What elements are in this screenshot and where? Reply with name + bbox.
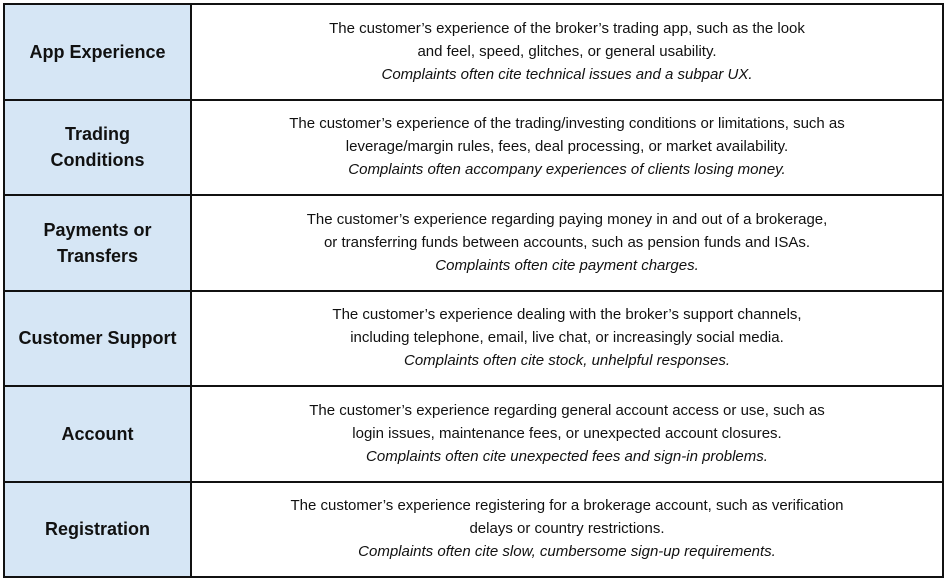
description-cell: The customer’s experience regarding payi… [192, 196, 942, 290]
category-label-line: Conditions [50, 150, 145, 171]
table-row-payments-transfers: Payments or Transfers The customer’s exp… [5, 196, 942, 292]
table-row-app-experience: App Experience The customer’s experience… [5, 5, 942, 101]
description-line: delays or country restrictions. [469, 520, 665, 538]
complaint-note: Complaints often cite technical issues a… [381, 65, 753, 83]
complaint-note: Complaints often cite stock, unhelpful r… [403, 352, 730, 370]
description-line: including telephone, email, live chat, o… [350, 329, 784, 347]
category-label: Registration [44, 519, 150, 540]
table-row-account: Account The customer’s experience regard… [5, 387, 942, 483]
complaint-note: Complaints often accompany experiences o… [348, 161, 786, 179]
category-cell: Account [5, 387, 192, 481]
description-line: or transferring funds between accounts, … [323, 233, 811, 251]
description-line: The customer’s experience dealing with t… [332, 306, 802, 324]
description-cell: The customer’s experience dealing with t… [192, 292, 942, 386]
table-row-trading-conditions: Trading Conditions The customer’s experi… [5, 100, 942, 196]
complaint-note: Complaints often cite slow, cumbersome s… [358, 543, 776, 561]
description-line: The customer’s experience of the broker’… [329, 19, 805, 37]
table-row-registration: Registration The customer’s experience r… [5, 482, 942, 577]
category-label: Account [61, 423, 134, 444]
complaint-categories-table: App Experience The customer’s experience… [3, 3, 944, 578]
category-label: Customer Support [18, 328, 177, 349]
description-line: The customer’s experience regarding payi… [306, 210, 828, 228]
category-cell: Trading Conditions [5, 100, 192, 194]
description-line: The customer’s experience regarding gene… [309, 401, 825, 419]
description-cell: The customer’s experience of the broker’… [192, 5, 942, 99]
description-line: The customer’s experience of the trading… [289, 115, 845, 133]
category-cell: Customer Support [5, 291, 192, 385]
category-label: Payments or Transfers [43, 217, 151, 269]
description-cell: The customer’s experience of the trading… [192, 101, 942, 195]
table-row-customer-support: Customer Support The customer’s experien… [5, 291, 942, 387]
description-line: The customer’s experience registering fo… [290, 497, 844, 515]
description-line: login issues, maintenance fees, or unexp… [352, 424, 782, 442]
description-line: leverage/margin rules, fees, deal proces… [345, 138, 789, 156]
category-label-line: Payments or [43, 219, 152, 240]
complaint-note: Complaints often cite payment charges. [435, 256, 699, 274]
complaint-note: Complaints often cite unexpected fees an… [366, 447, 768, 465]
category-label-line: Trading [64, 124, 130, 145]
category-cell: Payments or Transfers [5, 196, 192, 290]
description-cell: The customer’s experience regarding gene… [192, 387, 942, 481]
description-line: and feel, speed, glitches, or general us… [417, 42, 717, 60]
category-cell: Registration [5, 482, 192, 576]
category-label: Trading Conditions [51, 121, 145, 173]
category-label-line: Transfers [56, 245, 139, 266]
category-cell: App Experience [5, 5, 192, 99]
category-label: App Experience [29, 41, 166, 62]
description-cell: The customer’s experience registering fo… [192, 483, 942, 577]
